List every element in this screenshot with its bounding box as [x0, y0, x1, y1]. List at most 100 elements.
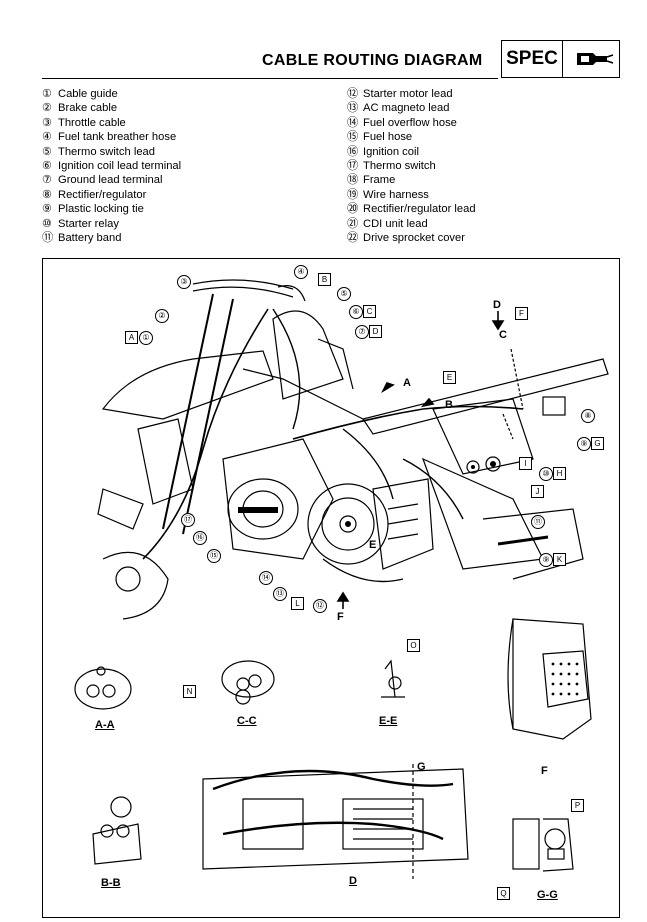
legend-num: ⑳ — [347, 203, 359, 216]
legend-text: Rectifier/regulator — [58, 188, 147, 201]
callout-12: ⑫ — [313, 599, 327, 613]
legend-text: Brake cable — [58, 102, 118, 115]
legend-text: Throttle cable — [58, 116, 126, 129]
section-mark-d: D — [493, 299, 501, 311]
title-rule — [42, 78, 498, 79]
legend-num: ⑲ — [347, 188, 359, 201]
callout-2: ② — [155, 309, 169, 323]
legend-item: ⑭ Fuel overflow hose — [347, 116, 476, 130]
legend-text: Drive sprocket cover — [363, 232, 465, 245]
legend-item: ⑪ Battery band — [42, 231, 181, 245]
legend-text: Cable guide — [58, 88, 118, 100]
callout-7: ⑦ — [355, 325, 369, 339]
view-label-f: F — [541, 765, 548, 777]
ref-F: F — [515, 307, 528, 320]
view-label-aa: A-A — [95, 719, 115, 731]
view-label-cc: C-C — [237, 715, 257, 727]
legend-item: ⑰ Thermo switch — [347, 159, 476, 173]
legend-text: Fuel hose — [363, 131, 413, 144]
spec-label: SPEC — [501, 40, 563, 78]
ref-B: B — [318, 273, 331, 286]
legend-text: Fuel overflow hose — [363, 116, 457, 129]
ref-K: K — [553, 553, 566, 566]
ref-J: J — [531, 485, 544, 498]
ref-E: E — [443, 371, 456, 384]
legend-item: ⑩ Starter relay — [42, 217, 181, 231]
motorcycle-illustration — [74, 279, 609, 879]
legend-num: ③ — [42, 116, 53, 129]
callout-13: ⑬ — [273, 587, 287, 601]
section-mark-b: B — [445, 399, 453, 411]
ref-H: H — [553, 467, 566, 480]
legend-num: ⑯ — [347, 145, 359, 158]
legend-num: ④ — [42, 131, 53, 144]
legend-num: ⑪ — [42, 232, 54, 245]
legend-num: ⑨ — [42, 203, 53, 216]
legend-num: ① — [42, 88, 53, 100]
legend-num: ⑭ — [347, 116, 359, 129]
ref-D: D — [369, 325, 382, 338]
legend-num: ② — [42, 102, 53, 115]
view-label-d: D — [349, 875, 357, 887]
cable-routing-diagram: ③ ④ ② ① ⑤ ⑥ ⑦ ⑧ ⑨ ⑩ ⑪ ⑨ ⑫ ⑬ ⑭ ⑮ ⑯ ⑰ A B … — [42, 258, 620, 918]
legend-text: Battery band — [58, 232, 122, 245]
legend-text: Ground lead terminal — [58, 174, 163, 187]
legend-text: Starter motor lead — [363, 88, 453, 100]
legend-num: ⑧ — [42, 188, 53, 201]
callout-3: ③ — [177, 275, 191, 289]
legend-num: ⑬ — [347, 102, 359, 115]
ref-L: L — [291, 597, 304, 610]
callout-6: ⑥ — [349, 305, 363, 319]
legend-num: ⑩ — [42, 217, 53, 230]
legend-text: Starter relay — [58, 217, 119, 230]
callout-9b: ⑨ — [539, 553, 553, 567]
ref-I: I — [519, 457, 532, 470]
legend-item: ⑯ Ignition coil — [347, 145, 476, 159]
callout-5: ⑤ — [337, 287, 351, 301]
legend-item: ② Brake cable — [42, 101, 181, 115]
legend-text: Thermo switch lead — [58, 145, 155, 158]
legend-text: Frame — [363, 174, 396, 187]
legend-num: ⑱ — [347, 174, 359, 187]
legend-text: CDI unit lead — [363, 217, 428, 230]
callout-8: ⑧ — [581, 409, 595, 423]
legend-item: ⑧ Rectifier/regulator — [42, 188, 181, 202]
legend-num: ⑰ — [347, 160, 359, 173]
legend-text: Ignition coil — [363, 145, 419, 158]
view-label-ee: E-E — [379, 715, 398, 727]
ref-Q: Q — [497, 887, 510, 900]
callout-9: ⑨ — [577, 437, 591, 451]
legend-left: ① Cable guide ② Brake cable ③ Throttle cabl… — [42, 87, 181, 245]
ref-O: O — [407, 639, 420, 652]
callout-10: ⑩ — [539, 467, 553, 481]
callout-15: ⑮ — [207, 549, 221, 563]
wrench-tool-icon — [563, 40, 620, 78]
ref-C: C — [363, 305, 376, 318]
section-mark-g: G — [417, 761, 426, 773]
ref-P: P — [571, 799, 584, 812]
ref-N: N — [183, 685, 196, 698]
view-label-gg: G-G — [537, 889, 558, 901]
legend-text: Rectifier/regulator lead — [363, 203, 476, 216]
legend-item: ⑲ Wire harness — [347, 188, 476, 202]
view-label-bb: B-B — [101, 877, 121, 889]
callout-11: ⑪ — [531, 515, 545, 529]
callout-16: ⑯ — [193, 531, 207, 545]
legend-text: Thermo switch — [363, 160, 436, 173]
legend-item: ⑱ Frame — [347, 173, 476, 187]
legend-text: Wire harness — [363, 188, 429, 201]
callout-14: ⑭ — [259, 571, 273, 585]
legend-item: ③ Throttle cable — [42, 116, 181, 130]
legend-item: ㉑ CDI unit lead — [347, 217, 476, 231]
ref-A: A — [125, 331, 138, 344]
legend-item: ⑳ Rectifier/regulator lead — [347, 202, 476, 216]
legend-num: ㉑ — [347, 217, 359, 230]
section-mark-c: C — [499, 329, 507, 341]
